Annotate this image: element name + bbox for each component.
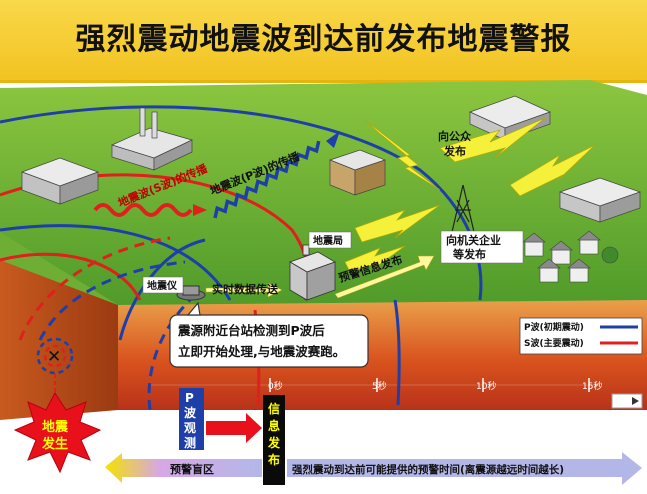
factory-top-left <box>111 107 193 171</box>
to-public-line1: 向公众 <box>438 129 472 143</box>
factory-right <box>558 177 642 223</box>
earthquake-line2: 发生 <box>41 436 68 452</box>
hypocenter-marker: ✕ <box>36 337 74 375</box>
legend: P波(初期震动) S波(主要震动) <box>519 317 643 355</box>
tick-0: 0秒 <box>268 380 283 392</box>
tick-15: 15秒 <box>582 380 602 392</box>
hypocenter-x-icon: ✕ <box>47 347 61 367</box>
tick-10: 10秒 <box>476 380 496 392</box>
blind-zone-label: 预警盲区 <box>170 462 214 476</box>
seismometer-label: 地震仪 <box>147 279 178 292</box>
broadcast-tower-icon <box>451 184 475 233</box>
svg-text:息: 息 <box>268 418 280 433</box>
svg-text:P: P <box>185 391 194 405</box>
svg-text:波: 波 <box>184 405 197 420</box>
legend-p-label: P波(初期震动) <box>524 321 584 333</box>
earthquake-burst-icon: 地震 发生 <box>13 392 102 474</box>
callout-line2: 立即开始处理,与地震波赛跑。 <box>178 344 345 359</box>
houses-right <box>522 230 619 283</box>
ground-edge <box>0 232 118 305</box>
earthquake-line1: 地震 <box>42 419 69 435</box>
s-wave-arrow <box>93 203 207 217</box>
p-wave-observation-box: P 波 观 测 <box>179 388 204 450</box>
title-bar: 强烈震动地震波到达前发布地震警报 <box>0 0 647 83</box>
callout-box: 震源附近台站检测到P波后 立即开始处理,与地震波赛跑。 <box>169 301 369 368</box>
text-labels: 向公众 发布 向机关企业 等发布 地震局 预警信息发布 地震仪 实时数据传送 <box>142 129 524 296</box>
p-wave-arrow <box>213 131 340 219</box>
svg-text:布: 布 <box>268 452 280 467</box>
underground-waves <box>18 236 192 411</box>
svg-text:信: 信 <box>268 401 280 416</box>
svg-text:测: 测 <box>184 435 196 450</box>
svg-text:观: 观 <box>184 421 196 435</box>
legend-s-label: S波(主要震动) <box>524 337 584 349</box>
office-building-center <box>328 149 387 196</box>
realtime-transmission-label: 实时数据传送 <box>212 282 279 296</box>
to-public-line2: 发布 <box>443 144 466 158</box>
page-title: 强烈震动地震波到达前发布地震警报 <box>75 22 572 57</box>
callout-line1: 震源附近台站检测到P波后 <box>177 323 325 338</box>
factory-left <box>20 157 100 205</box>
signal-bolts <box>344 117 596 273</box>
timeline-ticks: 0秒 5秒 10秒 15秒 <box>268 378 602 392</box>
bottom-timeline-bar: 预警盲区 强烈震动到达前可能提供的预警时间(离震源越远时间越长) <box>105 452 642 485</box>
seismic-bureau-label: 地震局 <box>313 234 343 247</box>
to-agencies-line2: 等发布 <box>452 247 486 261</box>
info-release-box: 信 息 发 布 <box>263 395 285 485</box>
warning-time-label: 强烈震动到达前可能提供的预警时间(离震源越远时间越长) <box>292 463 564 476</box>
tick-5: 5秒 <box>372 380 387 392</box>
seismic-bureau-building <box>289 244 336 301</box>
transmission-arrows <box>205 255 435 299</box>
to-agencies-line1: 向机关企业 <box>446 233 501 247</box>
processing-arrow <box>206 413 262 443</box>
timeline-arrow <box>611 393 643 409</box>
svg-text:发: 发 <box>267 435 281 450</box>
